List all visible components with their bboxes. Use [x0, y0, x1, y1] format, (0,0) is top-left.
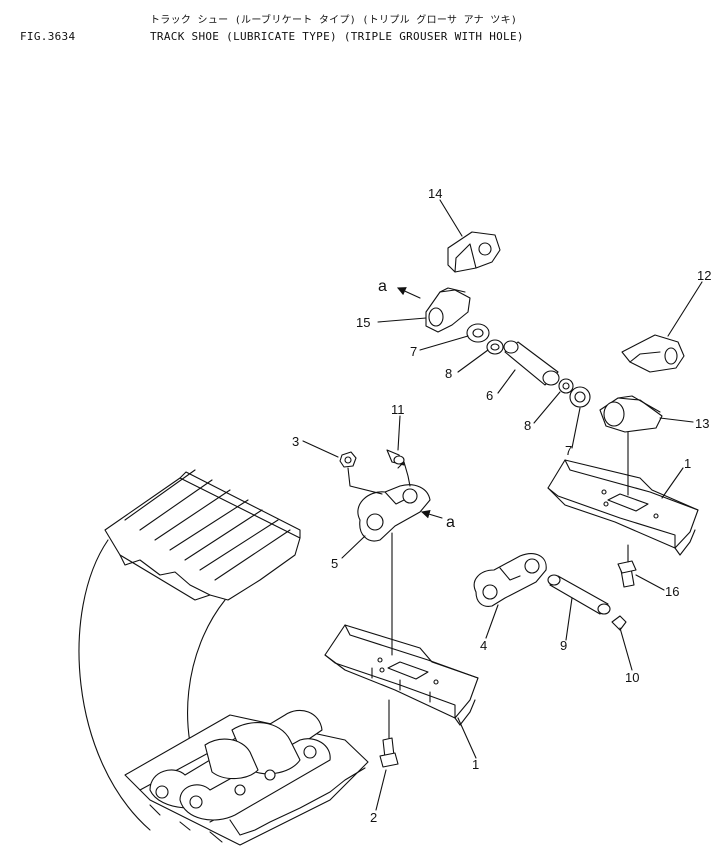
callout-10: 10: [625, 670, 639, 685]
figure-number: FIG.3634: [20, 30, 76, 43]
part-7-seal-lower: [569, 386, 591, 408]
part-9-pin: [547, 574, 611, 615]
part-3-nut: [339, 451, 357, 468]
callout-4: 4: [480, 638, 487, 653]
callout-2: 2: [370, 810, 377, 825]
callout-3: 3: [292, 434, 299, 449]
callout-6: 6: [486, 388, 493, 403]
callout-7-lower: 7: [565, 443, 572, 458]
leader-lines: [302, 199, 703, 811]
callout-15: 15: [356, 315, 370, 330]
callout-16: 16: [665, 584, 679, 599]
part-15-link: [425, 287, 471, 333]
callout-a-lower: a: [446, 514, 455, 531]
part-8-ring-lower: [558, 378, 574, 394]
part-5-master-link: [357, 484, 431, 542]
part-7-seal-upper: [466, 323, 490, 343]
callout-8-upper: 8: [445, 366, 452, 381]
callout-8-lower: 8: [524, 418, 531, 433]
part-11-pin: [386, 449, 405, 466]
part-16-bolt: [617, 560, 637, 588]
part-12-link: [621, 334, 685, 373]
title-japanese: トラック シュー (ルーブリケート タイプ) (トリプル グローサ アナ ツキ): [150, 15, 518, 26]
part-4-master-link: [473, 553, 547, 607]
callout-1-middle: 1: [472, 757, 479, 772]
title-english: TRACK SHOE (LUBRICATE TYPE) (TRIPLE GROU…: [150, 30, 524, 43]
callout-1-right: 1: [684, 456, 691, 471]
track-assembly-illustration: [78, 469, 369, 846]
callout-9: 9: [560, 638, 567, 653]
callout-13: 13: [695, 416, 709, 431]
callout-14: 14: [428, 186, 442, 201]
assembly-guide-lines: [347, 431, 629, 739]
callout-labels: 14 a 15 7 8 6 8 7 12 13 1 16 11 3 a 5 4 …: [292, 186, 711, 825]
part-13-link: [599, 395, 663, 433]
callout-7-upper: 7: [410, 344, 417, 359]
callout-5: 5: [331, 556, 338, 571]
callout-a-upper: a: [378, 278, 387, 295]
part-2-bolt: [379, 737, 399, 768]
callout-12: 12: [697, 268, 711, 283]
part-14-link: [447, 231, 501, 273]
part-10-plug: [611, 615, 627, 631]
part-6-pin: [503, 340, 560, 386]
part-8-ring-upper: [486, 339, 504, 355]
callout-11: 11: [391, 402, 405, 417]
part-1-shoe-right: [547, 459, 699, 556]
part-1-shoe-middle: [324, 624, 479, 726]
